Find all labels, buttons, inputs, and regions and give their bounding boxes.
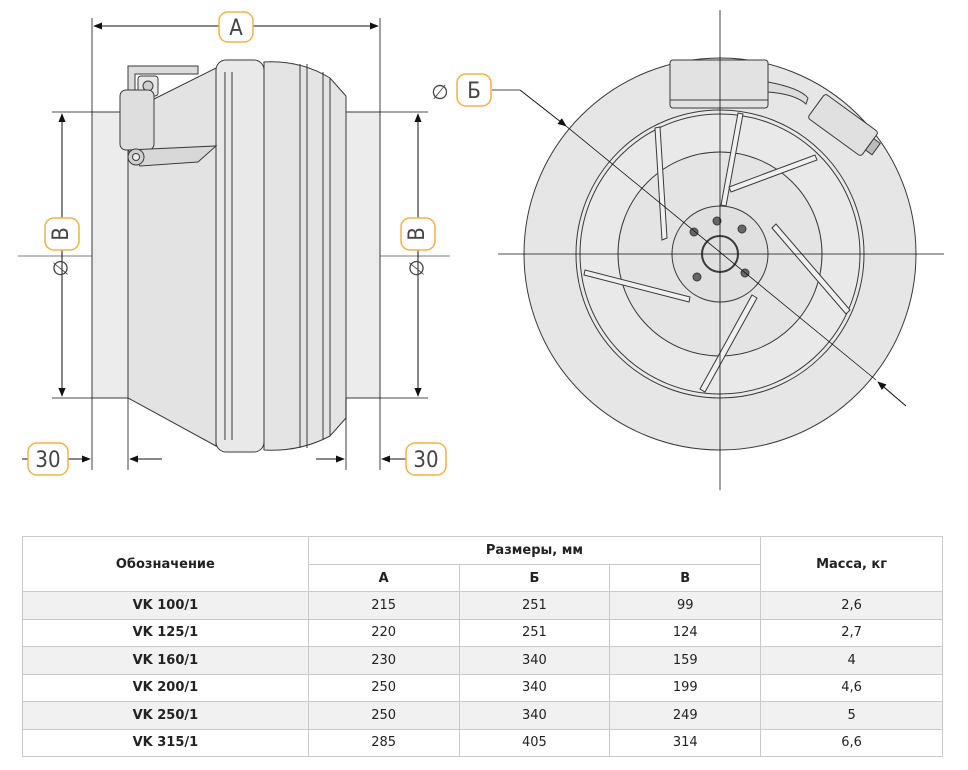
dimensions-table: Обозначение Размеры, мм Масса, кг А Б В … [22,536,943,757]
cell-name: VK 250/1 [22,701,309,730]
cell-mass: 5 [760,701,943,730]
front-dimensions [492,10,944,490]
cell-v: 314 [609,728,762,757]
cell-mass: 2,6 [760,591,943,620]
cell-name: VK 315/1 [22,728,309,757]
svg-text:Б: Б [467,79,481,104]
svg-text:В: В [405,227,430,241]
cell-a: 250 [307,701,460,730]
label-b-front: ∅ Б [431,73,492,107]
table-row: VK 200/1 250 340 199 4,6 [22,673,943,702]
cell-v: 124 [609,618,762,647]
impeller-blades [583,112,851,393]
svg-text:30: 30 [35,448,60,473]
technical-drawing: А В ∅ В ∅ 30 30 [18,10,944,490]
header-col-a: А [307,564,460,592]
cell-mass: 4,6 [760,673,943,702]
label-a: А [218,11,254,43]
label-b-right: В ∅ [400,217,436,277]
cell-b: 251 [458,591,611,620]
cell-a: 220 [307,618,460,647]
cell-mass: 2,7 [760,618,943,647]
cell-a: 285 [307,728,460,757]
cell-name: VK 125/1 [22,618,309,647]
outlet-spigot [345,111,381,399]
housing-body [263,61,347,451]
label-30-left: 30 [27,442,69,476]
cell-mass: 6,6 [760,728,943,757]
svg-text:В: В [49,227,74,241]
front-terminal-box [669,59,769,109]
cell-a: 215 [307,591,460,620]
header-mass: Масса, кг [760,536,943,592]
table-row: VK 100/1 215 251 99 2,6 [22,591,943,620]
cell-v: 199 [609,673,762,702]
svg-text:∅: ∅ [49,259,73,276]
svg-text:А: А [229,16,243,41]
side-dimensions [22,18,446,470]
cell-name: VK 100/1 [22,591,309,620]
housing-band [215,59,265,453]
cell-b: 340 [458,646,611,675]
label-30-right: 30 [405,442,447,476]
svg-text:30: 30 [413,448,438,473]
inlet-spigot [91,111,129,399]
header-col-b: Б [458,564,611,592]
cell-v: 159 [609,646,762,675]
header-designation: Обозначение [22,536,309,592]
cell-name: VK 160/1 [22,646,309,675]
cable-gland [119,89,155,151]
table-row: VK 315/1 285 405 314 6,6 [22,728,943,757]
side-view [18,59,450,453]
svg-text:∅: ∅ [405,259,429,276]
cell-name: VK 200/1 [22,673,309,702]
table-row: VK 250/1 250 340 249 5 [22,701,943,730]
cell-mass: 4 [760,646,943,675]
cell-v: 249 [609,701,762,730]
cell-a: 230 [307,646,460,675]
header-col-v: В [609,564,762,592]
cell-b: 340 [458,701,611,730]
cell-b: 405 [458,728,611,757]
header-dimensions: Размеры, мм [307,536,762,565]
table-row: VK 160/1 230 340 159 4 [22,646,943,675]
svg-text:∅: ∅ [431,80,448,104]
cell-a: 250 [307,673,460,702]
label-b-left: В ∅ [44,217,80,277]
cell-b: 340 [458,673,611,702]
cell-b: 251 [458,618,611,647]
cell-v: 99 [609,591,762,620]
table-row: VK 125/1 220 251 124 2,7 [22,618,943,647]
